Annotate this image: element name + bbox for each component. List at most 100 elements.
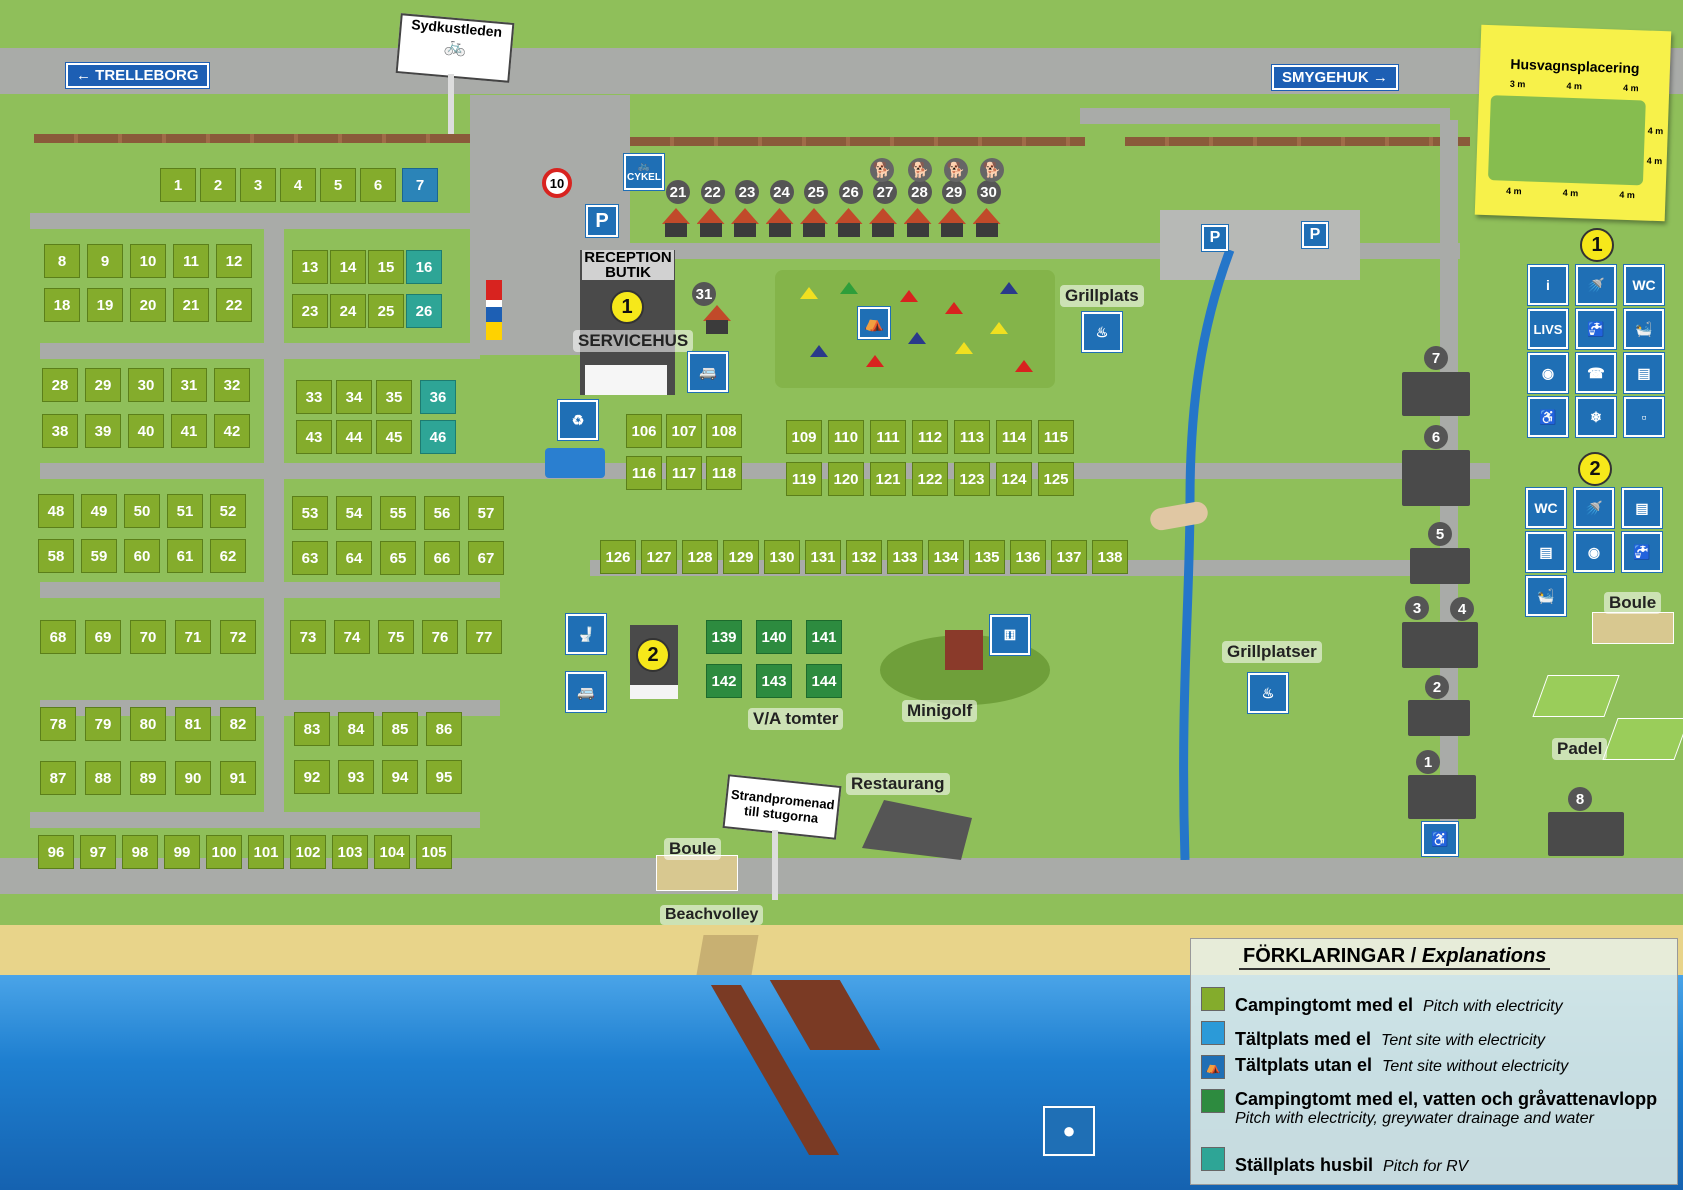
smygehuk-label: SMYGEHUK	[1282, 69, 1369, 86]
pitch: 13	[292, 250, 328, 284]
pitch: 18	[44, 288, 80, 322]
pitch: 81	[175, 707, 211, 741]
pitch: 110	[828, 420, 864, 454]
pitch: 127	[641, 540, 677, 574]
house-1-number: 1	[1416, 750, 1440, 774]
fridge-icon: ❄	[1575, 396, 1617, 438]
pitch: 112	[912, 420, 948, 454]
cabin-number: 30	[976, 180, 1001, 204]
pitch: 43	[296, 420, 332, 454]
pitch: 91	[220, 761, 256, 795]
legend-swatch	[1201, 1021, 1225, 1045]
legend-label: Campingtomt med el, vatten och gråvatten…	[1235, 1089, 1658, 1109]
cabin	[972, 208, 1001, 238]
pitch: 108	[706, 414, 742, 448]
cabin-number: 22	[700, 180, 725, 204]
pitch: 67	[468, 541, 504, 575]
pitch: 82	[220, 707, 256, 741]
va-tomter-label: V/A tomter	[748, 708, 844, 730]
pitch: 90	[175, 761, 211, 795]
dog-icon: 🐕	[980, 158, 1004, 182]
cabin	[938, 208, 966, 238]
pitch: 88	[85, 761, 121, 795]
legend-title-sv: FÖRKLARINGAR /	[1243, 945, 1417, 967]
cabin-number: 21	[666, 180, 690, 204]
pitch: 139	[706, 620, 742, 654]
pitch: 46	[420, 420, 456, 454]
cycle-sign: 🚲CYKEL	[623, 153, 665, 191]
pitch: 129	[723, 540, 759, 574]
pitch: 6	[360, 168, 396, 202]
pitch: 28	[42, 368, 78, 402]
pitch: 107	[666, 414, 702, 448]
pitch: 124	[996, 462, 1032, 496]
pitch: 61	[167, 539, 203, 573]
pitch: 85	[382, 712, 418, 746]
pitch: 109	[786, 420, 822, 454]
pitch: 45	[376, 420, 412, 454]
dryer-icon: ▤	[1525, 531, 1567, 573]
pitch: 8	[44, 244, 80, 278]
pitch: 126	[600, 540, 636, 574]
sign-post	[448, 74, 454, 134]
service-1-marker: 1	[1580, 228, 1614, 262]
dog-icon: 🐕	[944, 158, 968, 182]
service-1-icons: i 🚿 WC LIVS 🚰 🛀 ◉ ☎ ▤ ♿ ❄ ▫	[1527, 264, 1670, 438]
pitch: 56	[424, 496, 460, 530]
sink-icon: 🚰	[1575, 308, 1617, 350]
pitch: 98	[122, 835, 158, 869]
legend-swatch	[1201, 1147, 1225, 1171]
house-3-number: 3	[1405, 596, 1429, 620]
beachvolley-court	[696, 935, 759, 975]
pitch: 30	[128, 368, 164, 402]
flag-icon	[486, 280, 502, 340]
internal-road	[1080, 108, 1450, 124]
pitch: 89	[130, 761, 166, 795]
caravan-dims-bottom: 4 m 4 m 4 m	[1485, 185, 1655, 201]
pitch: 7	[402, 168, 438, 202]
strandpromenad-sign: Strandpromenad till stugorna	[722, 774, 842, 840]
legend-swatch	[1201, 987, 1225, 1011]
pitch: 33	[296, 380, 332, 414]
legend: FÖRKLARINGAR / Explanations Campingtomt …	[1190, 938, 1678, 1185]
servicehus-front	[585, 365, 667, 395]
pitch: 50	[124, 494, 160, 528]
pitch: 62	[210, 539, 246, 573]
pitch: 121	[870, 462, 906, 496]
pitch: 66	[424, 541, 460, 575]
pitch: 42	[214, 414, 250, 448]
sign-post	[772, 830, 778, 900]
parking-sign: P	[1301, 221, 1329, 249]
pitch: 48	[38, 494, 74, 528]
pitch: 2	[200, 168, 236, 202]
caravan-dims-top: 3 m 4 m 4 m	[1489, 78, 1659, 94]
tent-icon: ⛺	[1201, 1055, 1225, 1079]
dim-label: 4 m	[1622, 82, 1639, 94]
pitch: 4	[280, 168, 316, 202]
pitch: 53	[292, 496, 328, 530]
parking-sign: P	[585, 204, 619, 238]
pitch: 57	[468, 496, 504, 530]
dim-label: 3 m	[1509, 78, 1526, 90]
pitch: 142	[706, 664, 742, 698]
caravan-diagram	[1487, 95, 1646, 186]
service-2-marker: 2	[1578, 452, 1612, 486]
pitch: 100	[206, 835, 242, 869]
house-8	[1548, 812, 1624, 856]
cabin-number: 27	[873, 180, 897, 204]
pitch: 114	[996, 420, 1032, 454]
cabin-number: 26	[838, 180, 863, 204]
pitch: 63	[292, 541, 328, 575]
pitch: 77	[466, 620, 502, 654]
pitch: 87	[40, 761, 76, 795]
pitch: 59	[81, 539, 117, 573]
pitch: 76	[422, 620, 458, 654]
pitch: 138	[1092, 540, 1128, 574]
dog-icon: 🐕	[870, 158, 894, 182]
dog-icon: 🐕	[908, 158, 932, 182]
pitch: 119	[786, 462, 822, 496]
internal-road	[264, 228, 284, 828]
dim-label: 4 m	[1566, 80, 1583, 92]
pitch: 93	[338, 760, 374, 794]
